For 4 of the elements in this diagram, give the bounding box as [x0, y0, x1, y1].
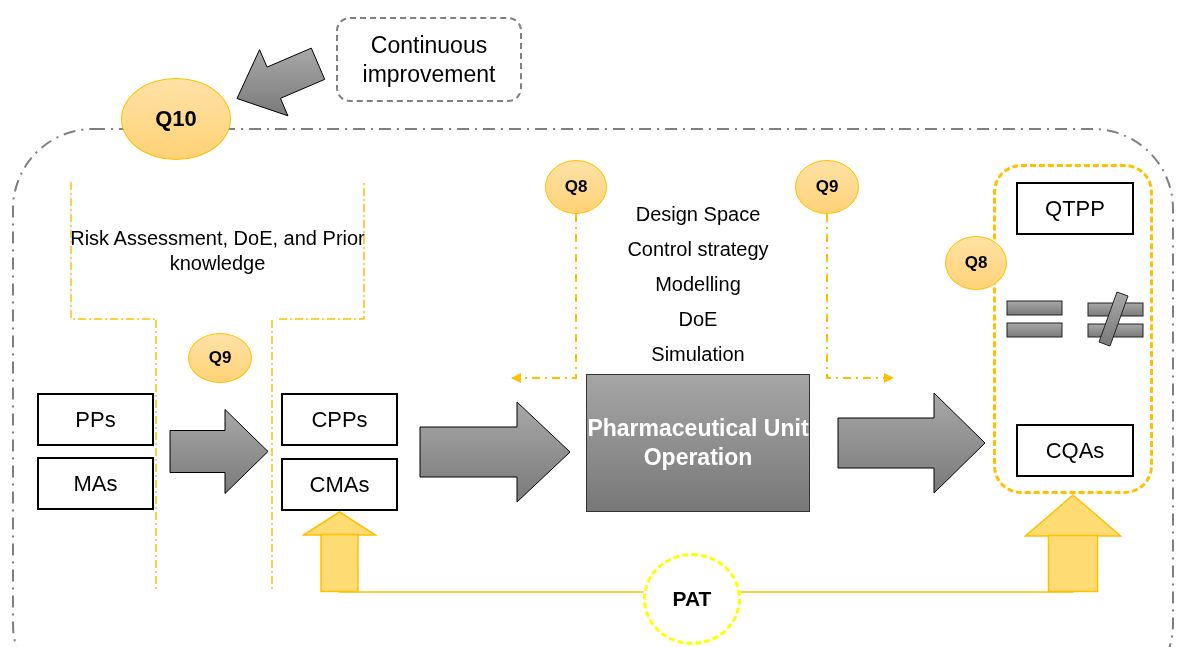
note-box	[336, 17, 522, 102]
node-label: Q10	[155, 105, 197, 133]
node-label: Continuous improvement	[361, 30, 497, 89]
block-arrow	[236, 47, 326, 117]
